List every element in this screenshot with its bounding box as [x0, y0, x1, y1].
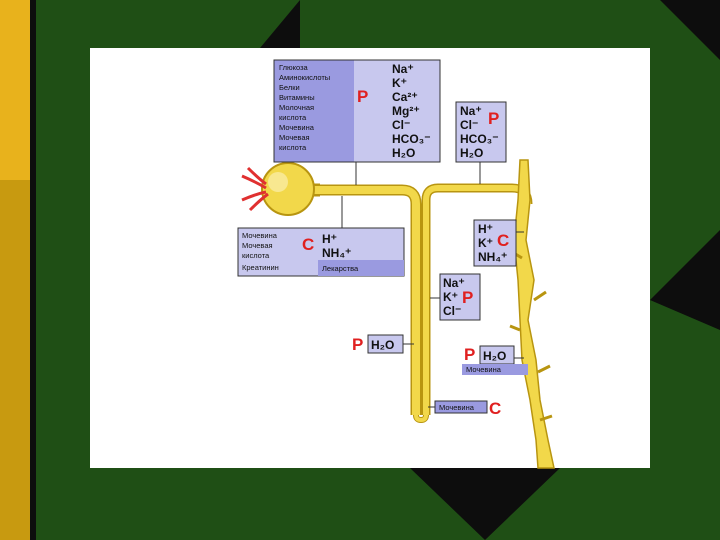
right-water-box: P H₂O Мочевина [462, 345, 528, 375]
right-top-box-letter: P [488, 109, 499, 128]
right-top-box-frame [455, 101, 507, 163]
left-solute-1: Мочевая [242, 241, 273, 250]
top-ion-2: Ca²⁺ [392, 90, 418, 104]
dark-triangle-bottom [410, 468, 560, 540]
loop-ion-0: Na⁺ [443, 276, 465, 290]
bottom-box-letter: C [489, 399, 501, 418]
dark-triangle-right [650, 230, 720, 330]
right-mid-box-letter: C [497, 231, 509, 250]
left-water-box-letter: P [352, 335, 363, 354]
blood-vessel-icon [241, 166, 269, 212]
right-top-box: Na⁺ Cl⁻ HCO₃⁻ H₂O P [455, 101, 507, 163]
right-top-ion-0: Na⁺ [460, 104, 482, 118]
right-mid-ion-1: K⁺ [478, 236, 493, 250]
left-water-box: P H₂O [352, 334, 404, 354]
top-ion-5: HCO₃⁻ [392, 132, 431, 146]
loop-box: Na⁺ K⁺ Cl⁻ P [439, 273, 481, 321]
right-mid-ion-0: H⁺ [478, 222, 493, 236]
top-box: Глюкоза Аминокислоты Белки Витамины Моло… [273, 59, 441, 163]
glomerulus-icon [241, 166, 269, 212]
bottom-box-text: Мочевина [439, 403, 475, 412]
proximal-tubule [300, 186, 420, 415]
dark-triangle-corner [660, 0, 720, 60]
right-mid-box: H⁺ K⁺ NH₄⁺ C [473, 219, 517, 267]
left-water-box-frame [367, 334, 404, 354]
right-water-box-text: H₂O [483, 349, 506, 363]
top-solute-3: Витамины [279, 93, 315, 102]
right-top-ion-1: Cl⁻ [460, 118, 478, 132]
top-ion-4: Cl⁻ [392, 118, 410, 132]
left-ion-1: NH₄⁺ [322, 246, 351, 260]
dark-triangle-top [260, 0, 300, 48]
duct-branches [509, 250, 553, 422]
top-solute-2: Белки [279, 83, 300, 92]
top-ion-0: Na⁺ [392, 62, 414, 76]
right-water-box-letter: P [464, 345, 475, 364]
right-water-caption-area [462, 364, 528, 375]
top-box-letter: P [357, 87, 368, 106]
bottom-box-frame [434, 400, 488, 414]
top-ion-6: H₂O [392, 146, 415, 160]
nephron-tubule [261, 159, 555, 469]
top-solute-7: Мочевая [279, 133, 310, 142]
right-top-ion-3: H₂O [460, 146, 483, 160]
bowman-capsule [261, 162, 315, 216]
top-solute-5: кислота [279, 113, 307, 122]
top-box-border [273, 59, 441, 163]
top-ion-1: K⁺ [392, 76, 407, 90]
top-solute-1: Аминокислоты [279, 73, 330, 82]
loop-bottom [414, 414, 428, 423]
loop-ion-1: K⁺ [443, 290, 458, 304]
top-solute-6: Мочевина [279, 123, 315, 132]
left-solute-0: Мочевина [242, 231, 278, 240]
right-water-box-caption: Мочевина [466, 365, 502, 374]
left-box-drugs: Лекарства [322, 264, 359, 273]
connectors [341, 162, 524, 408]
right-top-ion-2: HCO₃⁻ [460, 132, 499, 146]
left-ion-0: H⁺ [322, 232, 337, 246]
top-box-solutes-area [274, 60, 354, 162]
left-stripe-bottom [0, 180, 30, 540]
capsule-highlight [268, 172, 288, 192]
left-solute-2: кислота [242, 251, 270, 260]
left-stripe-divider [30, 0, 36, 540]
loop-box-frame [439, 273, 481, 321]
top-solute-8: кислота [279, 143, 307, 152]
left-box-letter: C [302, 235, 314, 254]
left-box-drugs-area [318, 260, 404, 276]
right-mid-ion-2: NH₄⁺ [478, 250, 507, 264]
top-ion-3: Mg²⁺ [392, 104, 420, 118]
bottom-box: Мочевина C [434, 399, 501, 418]
top-solute-0: Глюкоза [279, 63, 309, 72]
loop-ion-2: Cl⁻ [443, 304, 461, 318]
left-box: Мочевина Мочевая кислота Креатинин C H⁺ … [237, 227, 405, 277]
top-solute-4: Молочная [279, 103, 314, 112]
left-water-box-text: H₂O [371, 338, 394, 352]
left-stripe-top [0, 0, 30, 180]
loop-box-letter: P [462, 288, 473, 307]
right-mid-box-frame [473, 219, 517, 267]
left-solute-3: Креатинин [242, 263, 279, 272]
